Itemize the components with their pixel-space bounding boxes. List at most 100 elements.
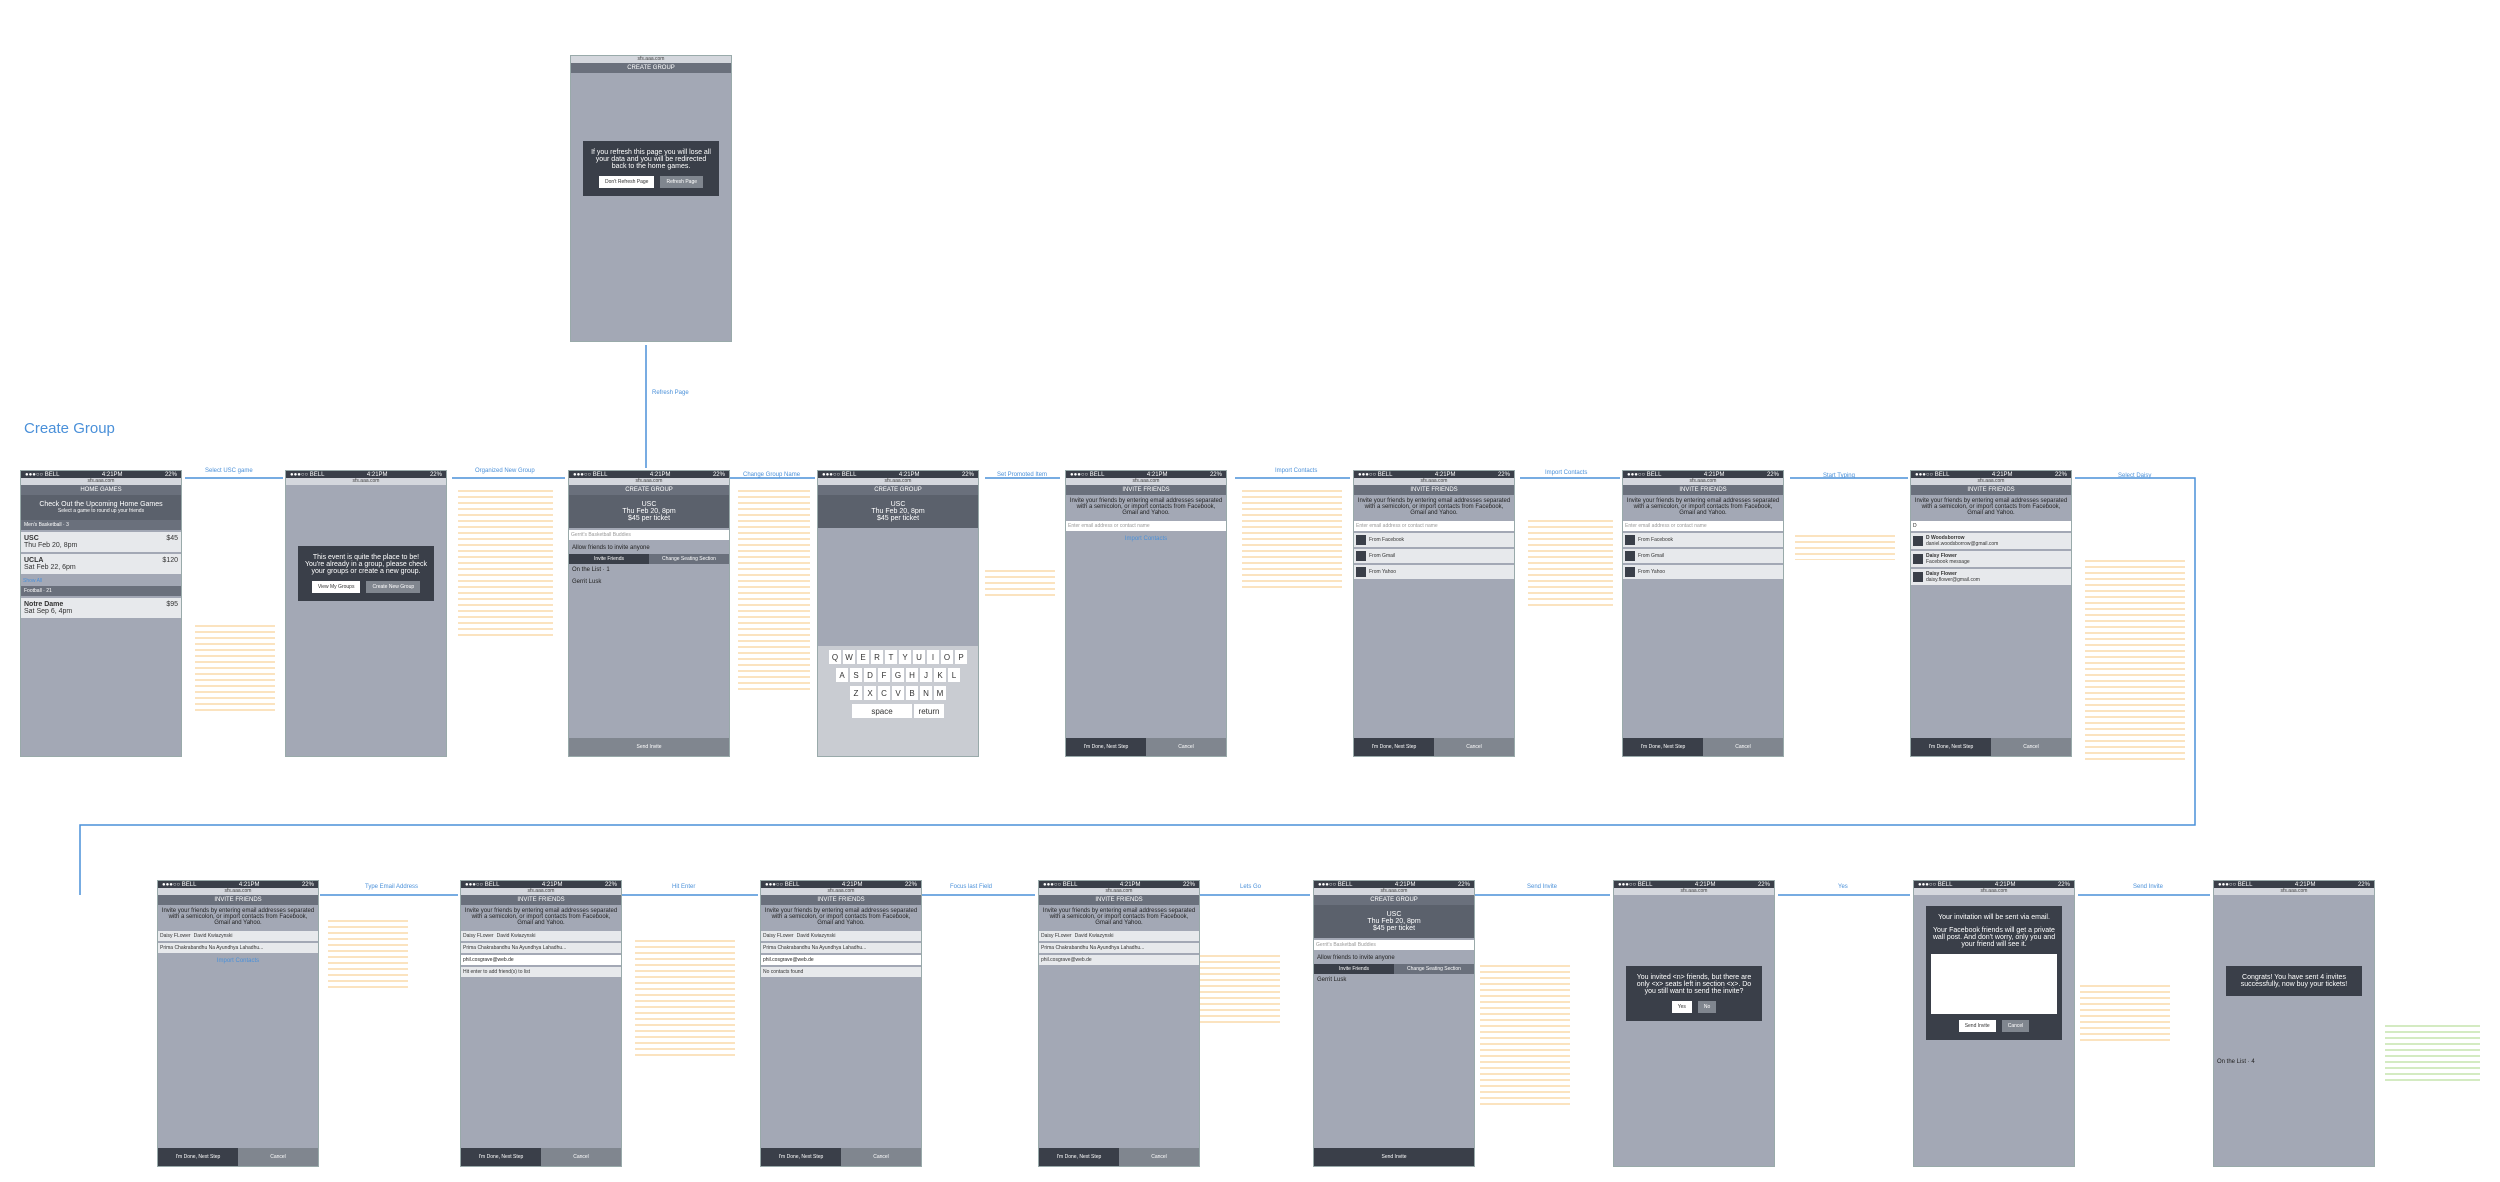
allow-toggle[interactable]: Allow friends to invite anyone — [572, 545, 650, 551]
key[interactable]: Y — [899, 650, 911, 664]
message-textarea[interactable] — [1931, 954, 2057, 1014]
key[interactable]: C — [878, 686, 890, 700]
nav-title: INVITE FRIENDS — [1354, 485, 1514, 495]
email-input[interactable]: phil.cosgrave@web.de — [761, 955, 921, 965]
cancel-button[interactable]: Cancel — [1703, 738, 1783, 756]
done-button[interactable]: I'm Done, Next Step — [1066, 738, 1146, 756]
key[interactable]: B — [906, 686, 918, 700]
key[interactable]: S — [850, 668, 862, 682]
cancel-button[interactable]: Cancel — [841, 1148, 921, 1166]
key[interactable]: I — [927, 650, 939, 664]
group-name-input[interactable]: Gerrit's Basketball Buddies — [569, 530, 729, 540]
view-groups-button[interactable]: View My Groups — [311, 581, 361, 593]
email-input[interactable]: Enter email address or contact name — [1623, 521, 1783, 531]
cancel-button[interactable]: Cancel — [1991, 738, 2071, 756]
yahoo-source[interactable]: From Yahoo — [1354, 565, 1514, 579]
done-button[interactable]: I'm Done, Next Step — [1354, 738, 1434, 756]
key[interactable]: A — [836, 668, 848, 682]
done-button[interactable]: I'm Done, Next Step — [461, 1148, 541, 1166]
tab-seating[interactable]: Change Seating Section — [649, 554, 729, 564]
nav-title: INVITE FRIENDS — [461, 895, 621, 905]
key[interactable]: O — [941, 650, 953, 664]
chip[interactable]: phil.cosgrave@web.de — [1039, 955, 1199, 965]
key[interactable]: Z — [850, 686, 862, 700]
send-invite-button[interactable]: Send Invite — [1958, 1020, 1996, 1032]
done-button[interactable]: I'm Done, Next Step — [1039, 1148, 1119, 1166]
key[interactable]: T — [885, 650, 897, 664]
cancel-button[interactable]: Cancel — [1119, 1148, 1199, 1166]
chip[interactable]: Prima Chakrabandhu Na Ayundhya Lahadhu..… — [158, 943, 318, 953]
key[interactable]: K — [934, 668, 946, 682]
import-link[interactable]: Import Contacts — [216, 958, 260, 964]
key[interactable]: L — [948, 668, 960, 682]
cancel-button[interactable]: Cancel — [2001, 1020, 2030, 1032]
done-button[interactable]: I'm Done, Next Step — [761, 1148, 841, 1166]
refresh-button[interactable]: Refresh Page — [660, 176, 704, 188]
email-modal: Your invitation will be sent via email. … — [1926, 906, 2062, 1040]
send-invite-button[interactable]: Send Invite — [1314, 1148, 1474, 1166]
key[interactable]: U — [913, 650, 925, 664]
facebook-source[interactable]: From Facebook — [1623, 533, 1783, 547]
key[interactable]: M — [934, 686, 946, 700]
return-key[interactable]: return — [914, 704, 944, 718]
key[interactable]: F — [878, 668, 890, 682]
show-all-link[interactable]: Show All — [23, 578, 43, 584]
chip[interactable]: Prima Chakrabandhu Na Ayundhya Lahadhu..… — [761, 943, 921, 953]
group-name-input[interactable]: Gerrit's Basketball Buddies — [1314, 940, 1474, 950]
space-key[interactable]: space — [852, 704, 912, 718]
done-button[interactable]: I'm Done, Next Step — [158, 1148, 238, 1166]
key[interactable]: W — [843, 650, 855, 664]
done-button[interactable]: I'm Done, Next Step — [1623, 738, 1703, 756]
gmail-source[interactable]: From Gmail — [1354, 549, 1514, 563]
key[interactable]: P — [955, 650, 967, 664]
tab-seating[interactable]: Change Seating Section — [1394, 964, 1474, 974]
tab-invite[interactable]: Invite Friends — [569, 554, 649, 564]
email-input[interactable]: D — [1911, 521, 2071, 531]
chip[interactable]: Prima Chakrabandhu Na Ayundhya Lahadhu..… — [1039, 943, 1199, 953]
email-input[interactable]: Enter email address or contact name — [1066, 521, 1226, 531]
create-group-button[interactable]: Create New Group — [366, 581, 421, 593]
key[interactable]: V — [892, 686, 904, 700]
key[interactable]: J — [920, 668, 932, 682]
cancel-button[interactable]: Cancel — [238, 1148, 318, 1166]
tab-invite[interactable]: Invite Friends — [1314, 964, 1394, 974]
key[interactable]: Q — [829, 650, 841, 664]
email-input[interactable]: phil.cosgrave@web.de — [461, 955, 621, 965]
done-button[interactable]: I'm Done, Next Step — [1911, 738, 1991, 756]
allow-toggle[interactable]: Allow friends to invite anyone — [1317, 955, 1395, 961]
nav-title: CREATE GROUP — [571, 63, 731, 73]
key[interactable]: E — [857, 650, 869, 664]
annotation-note — [1795, 535, 1895, 560]
gmail-source[interactable]: From Gmail — [1623, 549, 1783, 563]
send-invite-button[interactable]: Send Invite — [569, 738, 729, 756]
key[interactable]: G — [892, 668, 904, 682]
dont-refresh-button[interactable]: Don't Refresh Page — [598, 176, 655, 188]
cancel-button[interactable]: Cancel — [1434, 738, 1514, 756]
yahoo-source[interactable]: From Yahoo — [1623, 565, 1783, 579]
yes-button[interactable]: Yes — [1671, 1001, 1692, 1013]
key[interactable]: D — [864, 668, 876, 682]
email-input[interactable]: Enter email address or contact name — [1354, 521, 1514, 531]
key[interactable]: R — [871, 650, 883, 664]
key[interactable]: X — [864, 686, 876, 700]
cancel-button[interactable]: Cancel — [1146, 738, 1226, 756]
import-link[interactable]: Import Contacts — [1124, 536, 1168, 542]
chip[interactable]: Prima Chakrabandhu Na Ayundhya Lahadhu..… — [461, 943, 621, 953]
key[interactable]: N — [920, 686, 932, 700]
facebook-source[interactable]: From Facebook — [1354, 533, 1514, 547]
no-button[interactable]: No — [1697, 1001, 1717, 1013]
key[interactable]: H — [906, 668, 918, 682]
cancel-button[interactable]: Cancel — [541, 1148, 621, 1166]
